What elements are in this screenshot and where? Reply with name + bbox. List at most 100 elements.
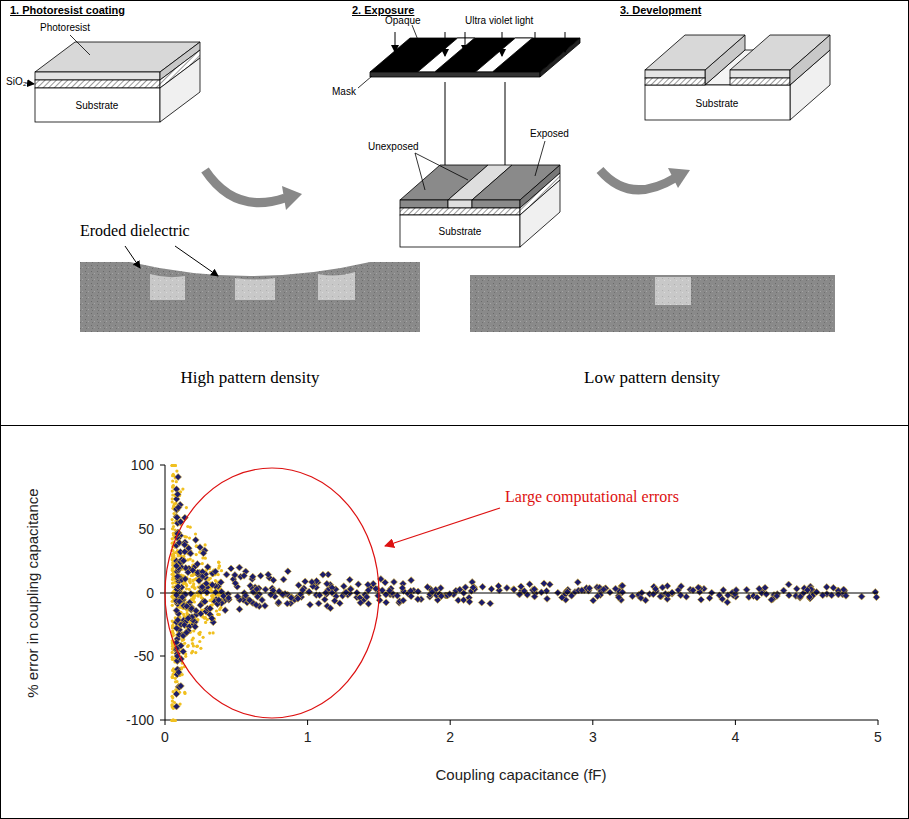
data-point [526,581,533,588]
axis-tick: -100 [126,712,154,728]
data-point [172,484,175,487]
layer-label: Photoresist [40,22,90,33]
data-point [365,600,372,607]
data-point [212,631,215,634]
data-point [185,535,188,538]
data-point [619,582,626,589]
data-point [182,575,189,582]
data-point [222,607,229,614]
data-point [446,590,453,597]
data-point [171,700,174,703]
data-point [204,557,207,560]
data-point [191,559,194,562]
data-point [173,607,180,614]
data-point [382,579,389,586]
data-point [288,594,295,601]
data-point [253,601,260,608]
data-point [586,585,593,592]
data-point [383,599,390,606]
data-point [185,615,192,622]
data-point [172,719,175,722]
data-point [183,603,190,610]
data-point [346,576,353,583]
data-point [327,605,334,612]
data-point [193,600,196,603]
data-point [753,594,760,601]
data-point [858,593,865,600]
data-point [212,589,219,596]
data-point [182,613,185,616]
data-point [186,525,189,528]
data-point [191,650,194,653]
data-point [195,553,198,556]
data-point [262,586,269,593]
data-point [194,560,201,567]
data-point [267,591,274,598]
data-point [171,518,174,521]
data-point [204,616,207,619]
data-point [208,615,215,622]
figure-caption: High pattern density [181,368,320,388]
data-point [181,488,184,491]
data-point [171,625,174,628]
data-point [177,642,184,649]
data-point [217,561,220,564]
data-point [743,586,750,593]
callout-label: Eroded dielectric [80,222,190,240]
data-point [171,719,174,722]
data-point [279,591,286,598]
data-point [768,596,775,603]
data-point [315,600,322,607]
data-point [173,625,180,632]
data-point [531,586,538,593]
data-point [488,586,495,593]
data-point [438,593,445,600]
data-point [265,571,272,578]
data-point [234,593,241,600]
data-point [531,593,538,600]
data-point [183,692,186,695]
data-point [830,584,837,591]
data-point [270,577,277,584]
data-point [175,583,182,590]
part-label: Ultra violet light [465,15,533,26]
data-point [544,595,551,602]
step-title: 1. Photoresist coating [10,4,125,16]
axis-tick: 0 [161,729,169,745]
data-point [720,587,727,594]
data-point [180,557,187,564]
data-point [212,568,219,575]
data-point [319,571,326,578]
data-point [511,586,518,593]
step-title: 3. Development [620,4,701,16]
data-point [171,656,174,659]
data-point [695,584,702,591]
data-point [174,491,181,498]
data-point [171,696,174,699]
axis-tick: 4 [731,729,739,745]
data-point [516,591,523,598]
data-point [197,632,200,635]
data-point [217,579,224,586]
data-point [200,550,207,557]
data-point [785,581,792,588]
data-point [172,718,175,721]
data-point [564,588,571,595]
axis-tick: 1 [304,729,312,745]
data-point [538,589,545,596]
data-point [429,588,436,595]
axis-tick: 2 [446,729,454,745]
data-point [495,582,502,589]
data-point [321,596,328,603]
data-point [171,675,174,678]
data-point [600,586,607,593]
data-point [372,585,379,592]
data-point [209,581,216,588]
axis-tick: 3 [589,729,597,745]
data-point [546,581,553,588]
data-point [390,579,397,586]
data-point [835,591,842,598]
data-point [171,521,174,524]
data-point [806,594,813,601]
